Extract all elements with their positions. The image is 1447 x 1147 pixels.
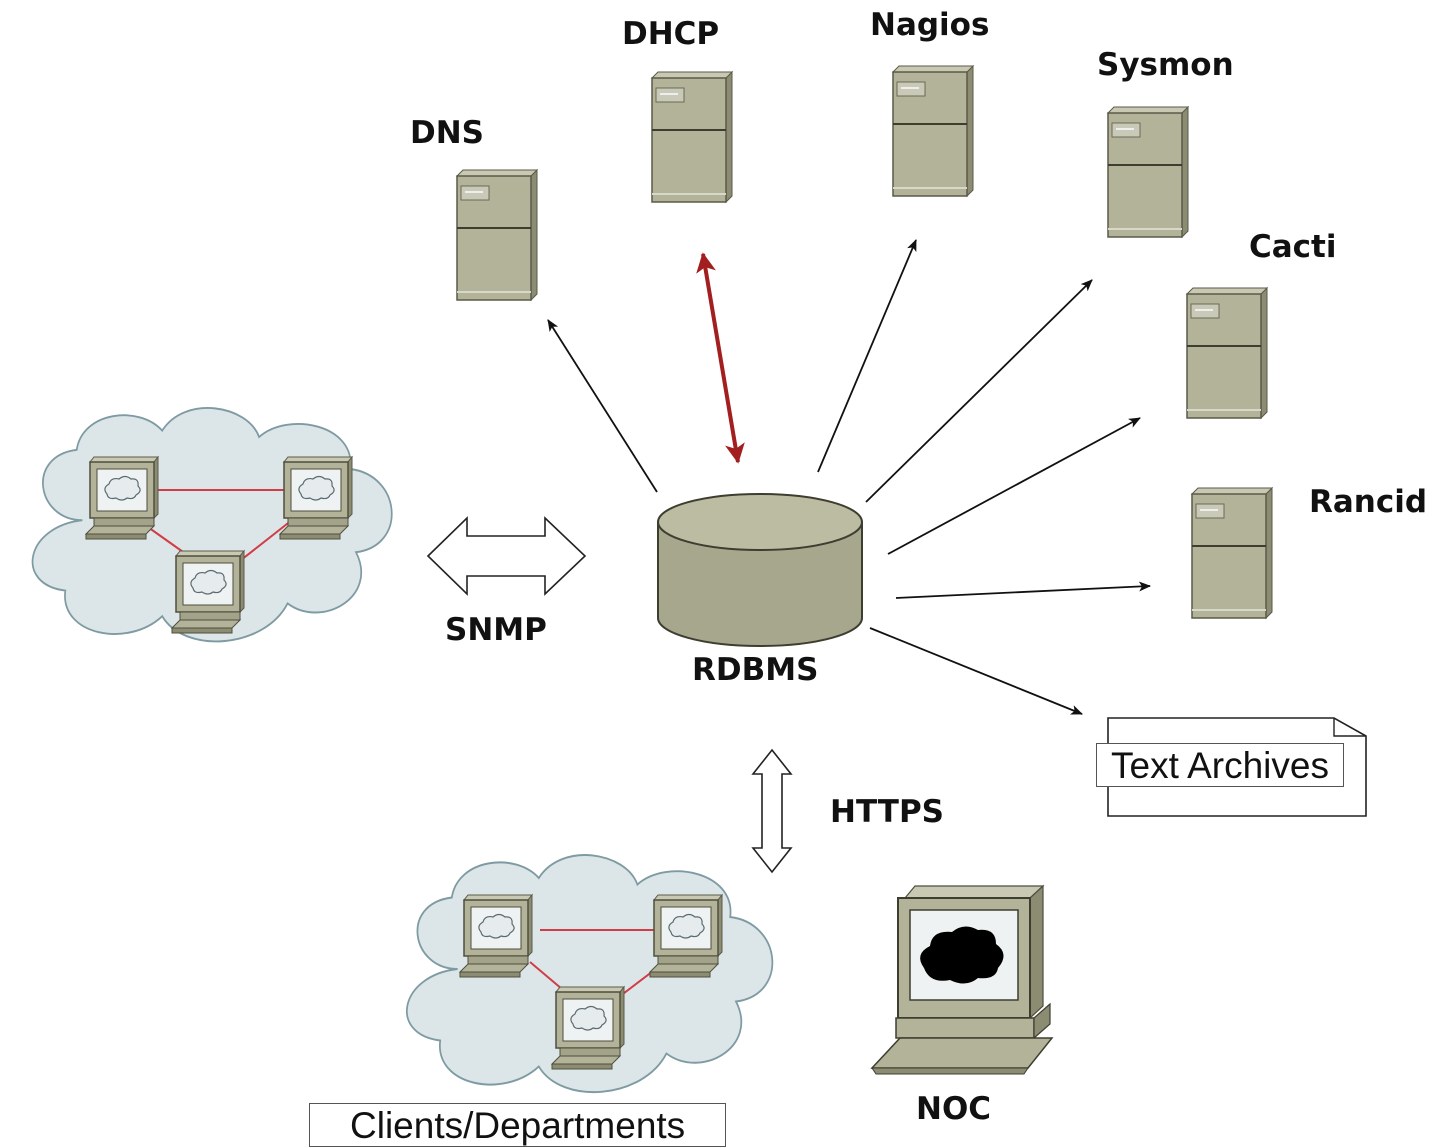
connection-arrows <box>547 239 1151 715</box>
workstation-icon <box>171 550 245 634</box>
arrow-to-rancid <box>895 581 1151 599</box>
cacti-server-icon <box>1186 287 1268 419</box>
text-archives-label: Text Archives <box>1096 743 1344 787</box>
rancid-label: Rancid <box>1309 484 1428 520</box>
nagios-server-icon <box>892 65 974 197</box>
dns-label: DNS <box>410 115 485 151</box>
workstation-icon <box>649 894 723 978</box>
snmp-label: SNMP <box>445 612 547 648</box>
dhcp-server-icon <box>651 71 733 203</box>
rdbms-label: RDBMS <box>692 652 819 688</box>
clients-network-cloud <box>405 854 774 1094</box>
arrow-to-cacti <box>887 417 1141 555</box>
arrow-to-nagios <box>817 239 917 473</box>
arrow-to-text-archives <box>869 627 1083 715</box>
noc-terminal-icon <box>870 884 1054 1075</box>
dns-server-icon <box>456 169 538 301</box>
rancid-server-icon <box>1191 487 1273 619</box>
workstation-icon <box>551 986 625 1070</box>
snmp-network-cloud <box>31 407 393 643</box>
https-label: HTTPS <box>830 794 944 830</box>
workstation-icon <box>85 456 159 540</box>
arrow-to-sysmon <box>865 279 1093 503</box>
arrow-to-dns <box>547 319 658 493</box>
clients-departments-label: Clients/Departments <box>309 1103 727 1147</box>
noc-label: NOC <box>916 1091 992 1127</box>
workstation-icon <box>459 894 533 978</box>
sysmon-server-icon <box>1107 106 1189 238</box>
nagios-label: Nagios <box>870 7 990 43</box>
snmp-bidirectional-arrow <box>426 516 587 596</box>
https-bidirectional-arrow <box>751 748 793 874</box>
dhcp-label: DHCP <box>622 16 720 52</box>
workstation-icon <box>279 456 353 540</box>
cacti-label: Cacti <box>1249 229 1337 265</box>
rdbms-database-icon <box>657 493 863 647</box>
dhcp-bidirectional-arrow <box>696 252 745 464</box>
sysmon-label: Sysmon <box>1097 47 1234 83</box>
